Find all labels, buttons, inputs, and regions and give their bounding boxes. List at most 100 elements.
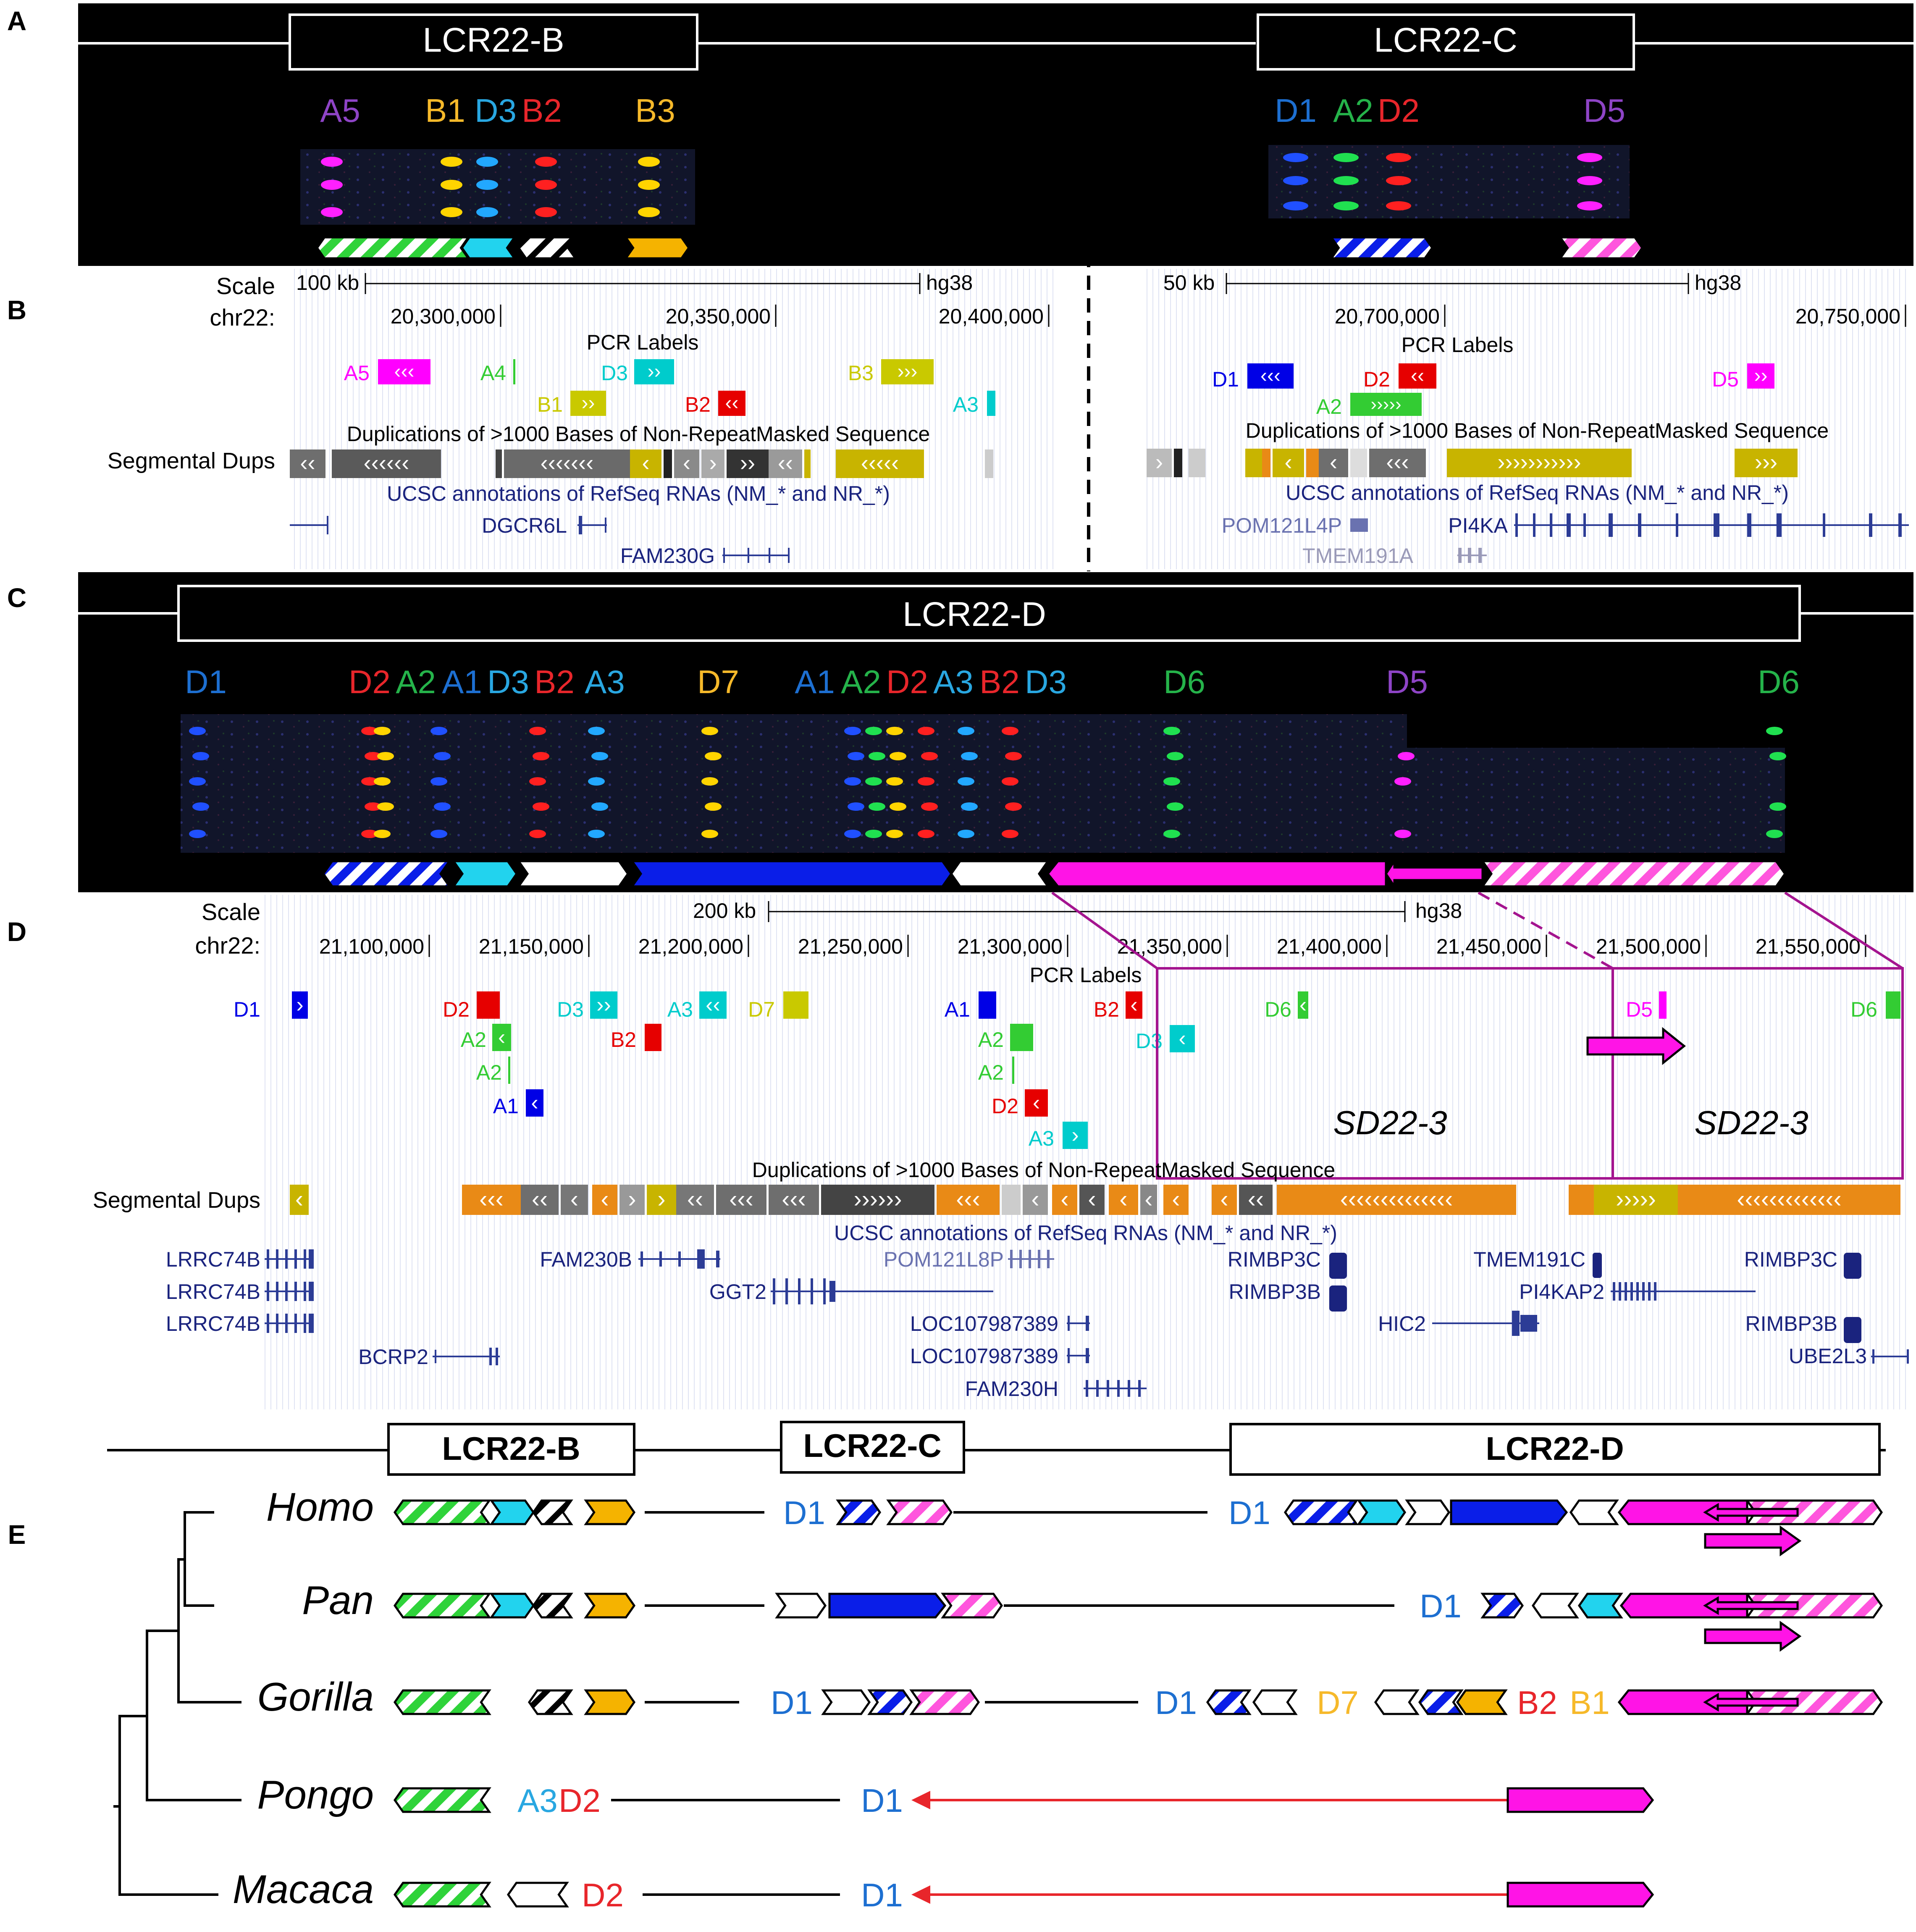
- signal-dot: [705, 752, 722, 760]
- signal-dot: [1283, 153, 1308, 162]
- segdup-block: [462, 1185, 521, 1215]
- duplicon-label: A3: [517, 1782, 557, 1819]
- pcr-label-text: D3: [557, 998, 584, 1021]
- segdup-block: [701, 449, 724, 478]
- probe-label: D2: [886, 663, 928, 700]
- duplicon-arrow-green-hatched: [393, 1499, 491, 1525]
- gene-name: FAM230B: [540, 1248, 632, 1271]
- duplicon-arrow-inner: [1384, 857, 1484, 890]
- chr-label: chr22:: [210, 304, 275, 331]
- gene-exon: [823, 1278, 826, 1304]
- segdup-block: [716, 1185, 766, 1215]
- signal-dot: [591, 752, 608, 760]
- scale-value: 200 kb: [693, 899, 756, 923]
- strand-glyph: ‹: [1284, 449, 1292, 475]
- gene-exon: [1520, 1315, 1537, 1332]
- segdup-block: [1569, 1185, 1594, 1215]
- gene-exon: [788, 548, 790, 563]
- signal-dot: [189, 727, 206, 735]
- strand-glyph: ‹: [570, 1185, 578, 1212]
- pcr-feature-block: [645, 1024, 661, 1051]
- signal-dot: [958, 830, 974, 838]
- panel-a-duplicon-arrows: [315, 236, 1644, 260]
- panel-letter: E: [8, 1519, 26, 1550]
- pcr-label-text: A3: [1029, 1127, 1054, 1150]
- duplicon-arrow-magenta: [1507, 1882, 1654, 1908]
- strand-glyph: ‹: [1144, 1185, 1152, 1212]
- duplicon-label: B2: [1517, 1684, 1557, 1721]
- signal-dot: [441, 157, 462, 167]
- signal-dot: [365, 802, 381, 811]
- signal-dot: [374, 727, 391, 735]
- pcr-label-text: A2: [978, 1028, 1004, 1051]
- gene-exon: [276, 1314, 278, 1333]
- scale-value: 50 kb: [1163, 271, 1215, 294]
- coordinate-tick-label: 21,150,000: [479, 935, 584, 958]
- pcr-feature-block: [1170, 1025, 1195, 1052]
- pcr-label-text: D1: [234, 998, 260, 1021]
- signal-dot: [321, 207, 343, 217]
- signal-dot: [374, 830, 391, 838]
- gene-exon: [435, 1350, 436, 1363]
- gene-exon: [1096, 1380, 1099, 1397]
- pcr-feature-block: [634, 359, 674, 384]
- segdup-block: [630, 449, 661, 478]
- gene-name: RIMBP3B: [1745, 1312, 1837, 1335]
- gene-exon: [773, 1278, 775, 1304]
- strand-glyph: ‹‹‹‹‹‹‹‹‹‹‹‹‹‹: [1340, 1185, 1453, 1212]
- segdup-block: [1189, 449, 1205, 477]
- panel-c-duplicon-arrows: [322, 857, 1787, 890]
- pcr-feature-block: [508, 1057, 510, 1084]
- pcr-feature-block: [699, 991, 727, 1019]
- gene-exon: [1329, 1285, 1347, 1312]
- gene-exon: [1550, 513, 1552, 537]
- signal-dot: [886, 830, 903, 838]
- segdup-title: Duplications of >1000 Bases of Non-Repea…: [1246, 419, 1829, 442]
- coordinate-tick-label: 21,300,000: [958, 935, 1063, 958]
- strand-glyph: ‹: [1330, 449, 1337, 475]
- probe-label: A1: [795, 663, 835, 700]
- signal-dot: [886, 777, 903, 786]
- strand-glyph: ››››››: [853, 1185, 902, 1212]
- gene-exon: [605, 518, 606, 533]
- strand-glyph: ‹‹‹: [1386, 449, 1409, 475]
- duplicon-arrow-cyan: [489, 1593, 535, 1619]
- lcr22-c-box: [1257, 13, 1635, 71]
- gene-exon: [496, 1348, 498, 1365]
- pcr-label-text: B1: [537, 393, 563, 416]
- gene-exon: [1038, 1250, 1040, 1268]
- pcr-label-text: D3: [1136, 1029, 1163, 1053]
- refseq-title: UCSC annotations of RefSeq RNAs (NM_* an…: [387, 482, 890, 505]
- signal-dot: [1005, 802, 1022, 811]
- strand-glyph: ‹: [1172, 1185, 1180, 1212]
- pcr-label-text: D5: [1712, 368, 1739, 391]
- segdup-track-label: Segmental Dups: [93, 1188, 260, 1213]
- strand-glyph: ‹‹: [706, 993, 720, 1017]
- gene-exon: [829, 1281, 835, 1302]
- signal-dot: [958, 777, 974, 786]
- pcr-feature-block: [570, 391, 606, 416]
- pcr-feature-block: [1010, 1024, 1033, 1051]
- duplicon-arrow-orange: [584, 1499, 636, 1525]
- coordinate-tick-label: 20,700,000: [1335, 305, 1440, 328]
- gene-exon: [697, 1249, 705, 1269]
- duplicon-arrow-blue-hatched: [1329, 236, 1434, 260]
- duplicon-arrow-orange: [584, 1593, 636, 1619]
- strand-glyph: ‹: [1220, 1185, 1228, 1212]
- species-name: Gorilla: [257, 1674, 374, 1719]
- gene-exon: [327, 516, 328, 534]
- signal-dot: [361, 777, 378, 786]
- signal-dot: [1577, 153, 1602, 162]
- gene-exon: [1478, 548, 1482, 563]
- gene-exon: [1468, 548, 1471, 563]
- strand-glyph: ‹‹‹‹‹‹‹: [541, 450, 594, 476]
- gene-exon: [1117, 1380, 1120, 1397]
- strand-glyph: ›››››: [1616, 1185, 1656, 1212]
- signal-dot: [886, 727, 903, 735]
- lcr22-d-box: [177, 585, 1801, 642]
- segdup-block: [1052, 1185, 1077, 1215]
- probe-label: A3: [933, 663, 973, 700]
